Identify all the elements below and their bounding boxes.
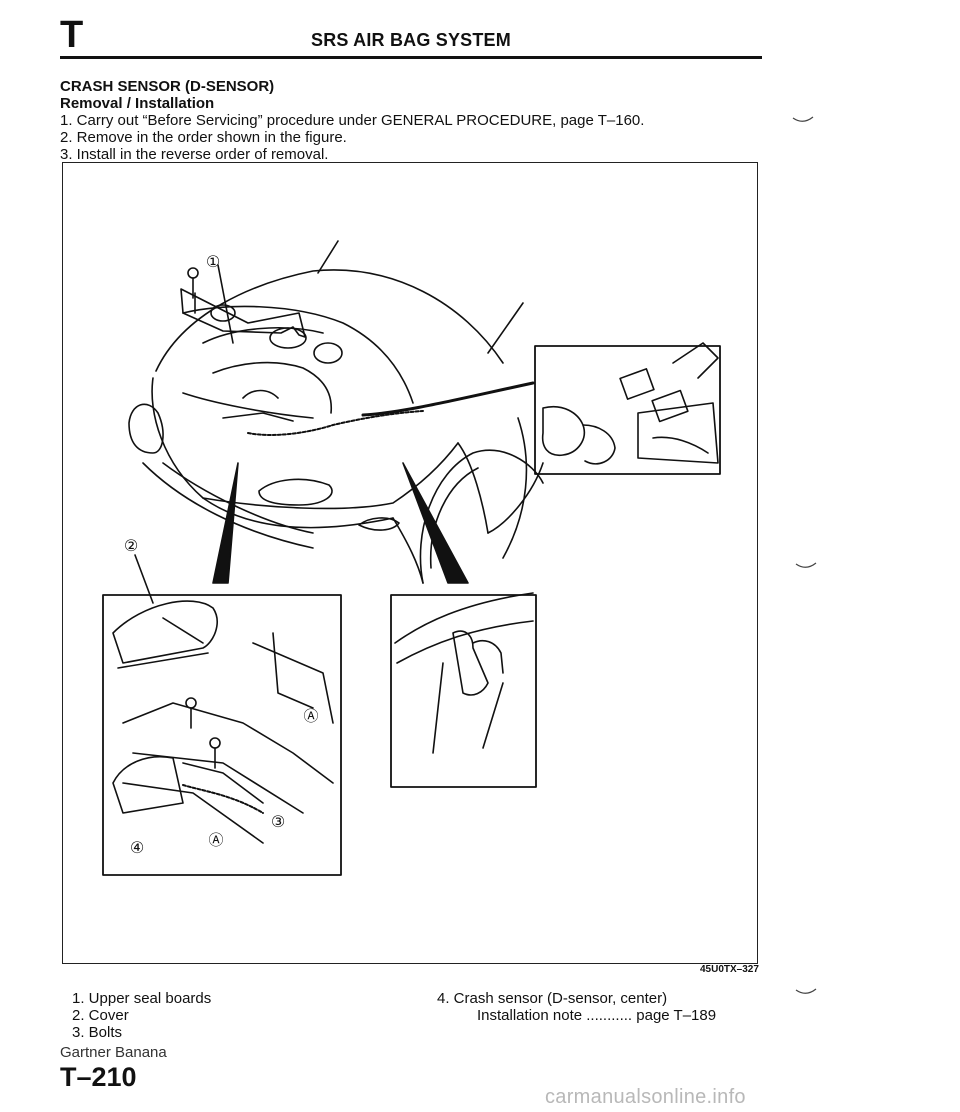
margin-tick <box>795 562 817 568</box>
procedure-step: 2. Remove in the order shown in the figu… <box>60 129 347 146</box>
callout-a: Ⓐ <box>303 707 318 725</box>
page-header-title: SRS AIR BAG SYSTEM <box>311 30 511 50</box>
installation-note-dots: ........... <box>586 1007 633 1024</box>
legend-right: 4. Crash sensor (D-sensor, center) Insta… <box>437 990 716 1024</box>
legend-item: 1. Upper seal boards <box>72 990 212 1007</box>
installation-note-page: page T–189 <box>636 1007 717 1024</box>
figure-code: 45U0TX–327 <box>700 964 759 975</box>
header-rule <box>60 56 762 59</box>
margin-tick <box>795 988 817 994</box>
installation-note-label: Installation note <box>477 1007 583 1024</box>
procedure-intro: CRASH SENSOR (D-SENSOR) Removal / Instal… <box>60 78 780 163</box>
legend-item: 2. Cover <box>72 1007 129 1024</box>
callout-3: ③ <box>271 812 285 831</box>
page-number: T–210 <box>60 1062 137 1092</box>
callout-1: ① <box>206 252 220 271</box>
figure-drawing: ① ② ③ ④ Ⓐ Ⓐ <box>102 240 721 876</box>
procedure-step: 3. Install in the reverse order of remov… <box>60 146 329 163</box>
section-letter: T <box>60 14 84 56</box>
margin-tick <box>792 116 814 122</box>
site-watermark: carmanualsonline.info <box>545 1086 746 1108</box>
callout-2: ② <box>124 536 138 555</box>
legend-item: 4. Crash sensor (D-sensor, center) <box>437 990 668 1007</box>
section-subheading: Removal / Installation <box>60 95 215 112</box>
installation-note-row: Installation note ........... page T–189 <box>437 1007 716 1024</box>
callout-4: ④ <box>130 838 144 857</box>
callout-a: Ⓐ <box>208 831 223 849</box>
watermark-text: Gartner Banana <box>60 1044 167 1061</box>
section-heading: CRASH SENSOR (D-SENSOR) <box>60 78 275 95</box>
exploded-view-figure: ① ② ③ ④ Ⓐ Ⓐ <box>62 162 758 964</box>
procedure-step: 1. Carry out “Before Servicing” procedur… <box>60 112 645 129</box>
legend-item: 3. Bolts <box>72 1024 123 1041</box>
legend-left: 1. Upper seal boards 2. Cover 3. Bolts <box>72 990 211 1041</box>
